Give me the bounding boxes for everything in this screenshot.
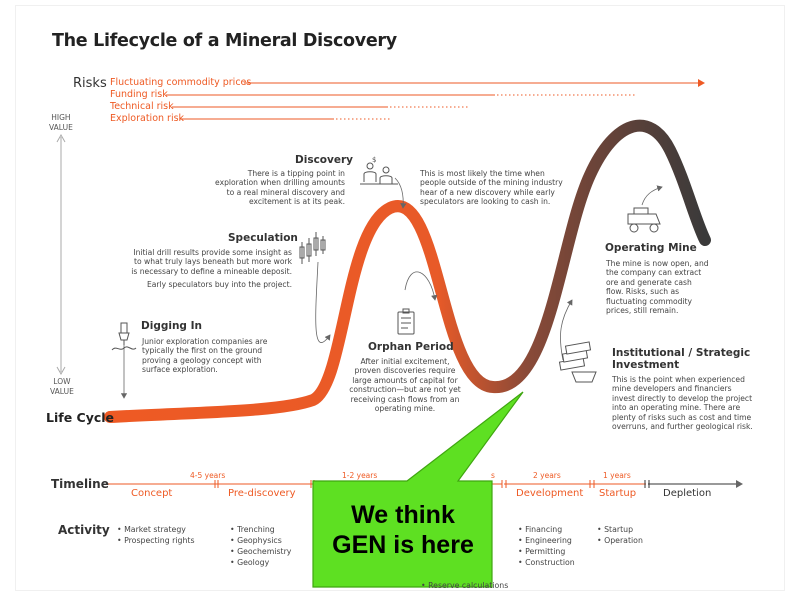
lifecycle-curve [104, 119, 711, 423]
money-stack-icon [558, 341, 597, 383]
orphan-period-description: After initial excitement,proven discover… [349, 357, 461, 414]
timeline-label: Timeline [51, 477, 109, 491]
risks-label: Risks [73, 76, 107, 91]
orphan-period-title: Orphan Period [368, 341, 454, 353]
duration-partial: s [491, 471, 495, 480]
speculation-description: Initial drill results provide some insig… [131, 248, 292, 290]
activity-concept-list: Market strategyProspecting rights [117, 524, 194, 546]
activity-prediscovery-list: TrenchingGeophysics GeochemistryGeology [230, 524, 291, 568]
clipboard-checklist-icon [397, 308, 415, 335]
risk-funding: Funding risk [110, 89, 168, 100]
page-title: The Lifecycle of a Mineral Discovery [52, 31, 397, 51]
stage-startup: Startup [599, 488, 637, 499]
duration-concept: 4-5 years [190, 471, 226, 480]
drill-rig-icon [111, 322, 137, 351]
risk-commodity-prices: Fluctuating commodity prices [110, 77, 252, 88]
speculation-title: Speculation [228, 232, 298, 244]
activity-middle-list: Reserve calculations [421, 580, 508, 591]
risk-lines [166, 79, 705, 120]
svg-text:$: $ [372, 156, 376, 164]
discovery-title: Discovery [295, 154, 353, 166]
activity-development-list: FinancingEngineering PermittingConstruct… [518, 524, 575, 568]
activity-startup-list: StartupOperation [597, 524, 643, 546]
risk-technical: Technical risk [110, 101, 174, 112]
digging-in-title: Digging In [141, 320, 202, 332]
operating-mine-title: Operating Mine [605, 242, 697, 254]
candlestick-chart-icon [299, 232, 326, 264]
stage-development: Development [516, 488, 584, 499]
stage-depletion: Depletion [663, 488, 712, 499]
mining-truck-icon [627, 207, 661, 233]
callout-bubble [312, 391, 524, 588]
pointer-arrows [120, 177, 663, 399]
people-meeting-icon: $ [360, 156, 398, 185]
stage-prediscovery: Pre-discovery [228, 488, 296, 499]
duration-development: 2 years [533, 471, 561, 480]
stage-concept: Concept [131, 488, 173, 499]
life-cycle-label: Life Cycle [46, 410, 115, 425]
activity-label: Activity [58, 523, 110, 537]
callout-text: We think GEN is here [332, 501, 474, 559]
duration-startup: 1 years [603, 471, 631, 480]
duration-prediscovery: 1-2 years [342, 471, 378, 480]
risk-exploration: Exploration risk [110, 113, 185, 124]
